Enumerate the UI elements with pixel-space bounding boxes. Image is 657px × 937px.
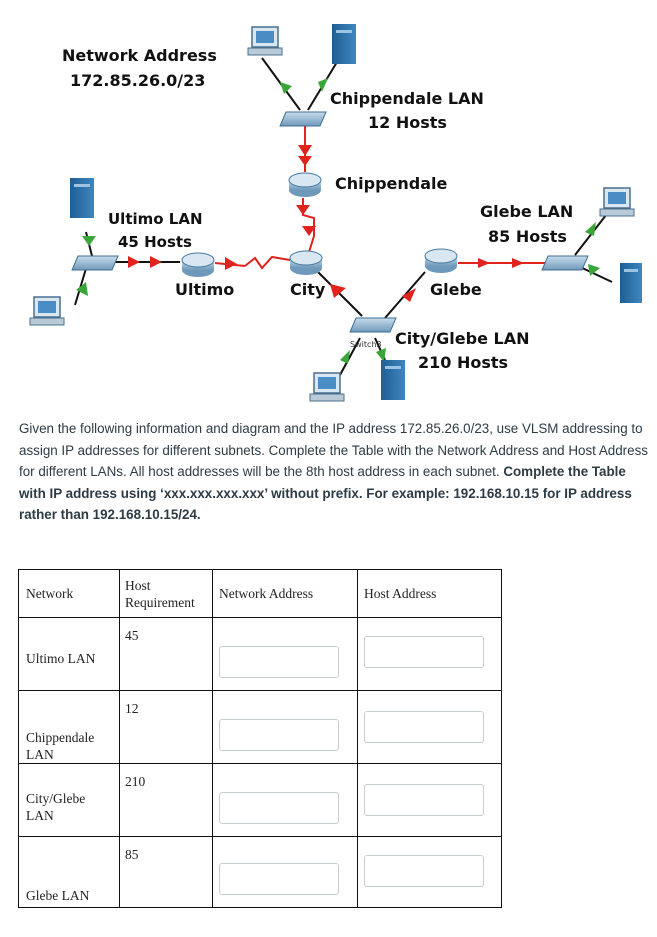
chippendale-router-label: Chippendale xyxy=(335,174,448,193)
network-diagram: Network Address 172.85.26.0/23 Chippenda… xyxy=(0,0,657,405)
network-address-cell xyxy=(213,691,358,764)
glebe-pc-icon[interactable] xyxy=(600,188,634,216)
city-glebe-server-icon[interactable] xyxy=(381,360,405,400)
table-row: Glebe LAN 85 xyxy=(19,837,502,908)
host-requirement-cell: 85 xyxy=(120,837,213,908)
chippendale-pc-icon[interactable] xyxy=(248,27,282,55)
network-address-cell xyxy=(213,837,358,908)
ultimo-network-address-input[interactable] xyxy=(219,646,339,678)
ultimo-switch-icon[interactable] xyxy=(72,256,118,270)
chippendale-router-icon[interactable] xyxy=(289,173,321,197)
city-glebe-lan-hosts: 210 Hosts xyxy=(418,353,508,372)
host-requirement-cell: 45 xyxy=(120,618,213,691)
chippendale-lan-hosts: 12 Hosts xyxy=(368,113,447,132)
host-address-cell xyxy=(358,764,502,837)
chippendale-server-icon[interactable] xyxy=(332,24,356,64)
instructions: Given the following information and diag… xyxy=(19,418,649,526)
network-address-cell xyxy=(213,764,358,837)
network-address-cell xyxy=(213,618,358,691)
chippendale-lan-title: Chippendale LAN xyxy=(330,89,484,108)
host-address-cell xyxy=(358,618,502,691)
ultimo-router-label: Ultimo xyxy=(175,280,234,299)
glebe-switch-icon[interactable] xyxy=(542,256,588,270)
network-address-value: 172.85.26.0/23 xyxy=(70,71,205,90)
host-requirement: 45 xyxy=(125,628,139,644)
ultimo-lan-hosts: 45 Hosts xyxy=(118,233,192,251)
chippendale-host-address-input[interactable] xyxy=(364,711,484,743)
glebe-lan-hosts: 85 Hosts xyxy=(488,227,567,246)
chippendale-switch-icon[interactable] xyxy=(280,112,326,126)
city-glebe-switch-icon[interactable] xyxy=(350,318,396,332)
ultimo-pc-icon[interactable] xyxy=(30,297,64,325)
glebe-router-icon[interactable] xyxy=(425,249,457,273)
header-network-address: Network Address xyxy=(213,570,358,618)
host-address-cell xyxy=(358,691,502,764)
ultimo-lan-title: Ultimo LAN xyxy=(108,210,203,228)
host-requirement-cell: 12 xyxy=(120,691,213,764)
network-cell: Glebe LAN xyxy=(19,837,120,908)
network-name: Ultimo LAN xyxy=(26,650,95,667)
city-glebe-host-address-input[interactable] xyxy=(364,784,484,816)
glebe-server-icon[interactable] xyxy=(620,263,642,303)
switch3-label: Switch3 xyxy=(350,340,382,349)
city-glebe-pc-icon[interactable] xyxy=(310,373,344,401)
chippendale-network-address-input[interactable] xyxy=(219,719,339,751)
host-requirement: 85 xyxy=(125,847,139,863)
glebe-network-address-input[interactable] xyxy=(219,863,339,895)
ultimo-router-icon[interactable] xyxy=(182,253,214,277)
city-router-icon[interactable] xyxy=(290,251,322,275)
network-address-title: Network Address xyxy=(62,46,217,65)
city-glebe-lan-title: City/Glebe LAN xyxy=(395,329,529,348)
header-host-address: Host Address xyxy=(358,570,502,618)
ultimo-host-address-input[interactable] xyxy=(364,636,484,668)
host-requirement-cell: 210 xyxy=(120,764,213,837)
network-name: Glebe LAN xyxy=(26,887,89,904)
ultimo-server-icon[interactable] xyxy=(70,178,94,218)
table-row: Ultimo LAN 45 xyxy=(19,618,502,691)
glebe-router-label: Glebe xyxy=(430,280,482,299)
network-cell: Ultimo LAN xyxy=(19,618,120,691)
glebe-lan-title: Glebe LAN xyxy=(480,202,573,221)
host-requirement: 12 xyxy=(125,701,139,717)
header-network: Network xyxy=(19,570,120,618)
city-router-label: City xyxy=(290,280,326,299)
host-address-cell xyxy=(358,837,502,908)
glebe-host-address-input[interactable] xyxy=(364,855,484,887)
city-glebe-network-address-input[interactable] xyxy=(219,792,339,824)
host-requirement: 210 xyxy=(125,774,145,790)
